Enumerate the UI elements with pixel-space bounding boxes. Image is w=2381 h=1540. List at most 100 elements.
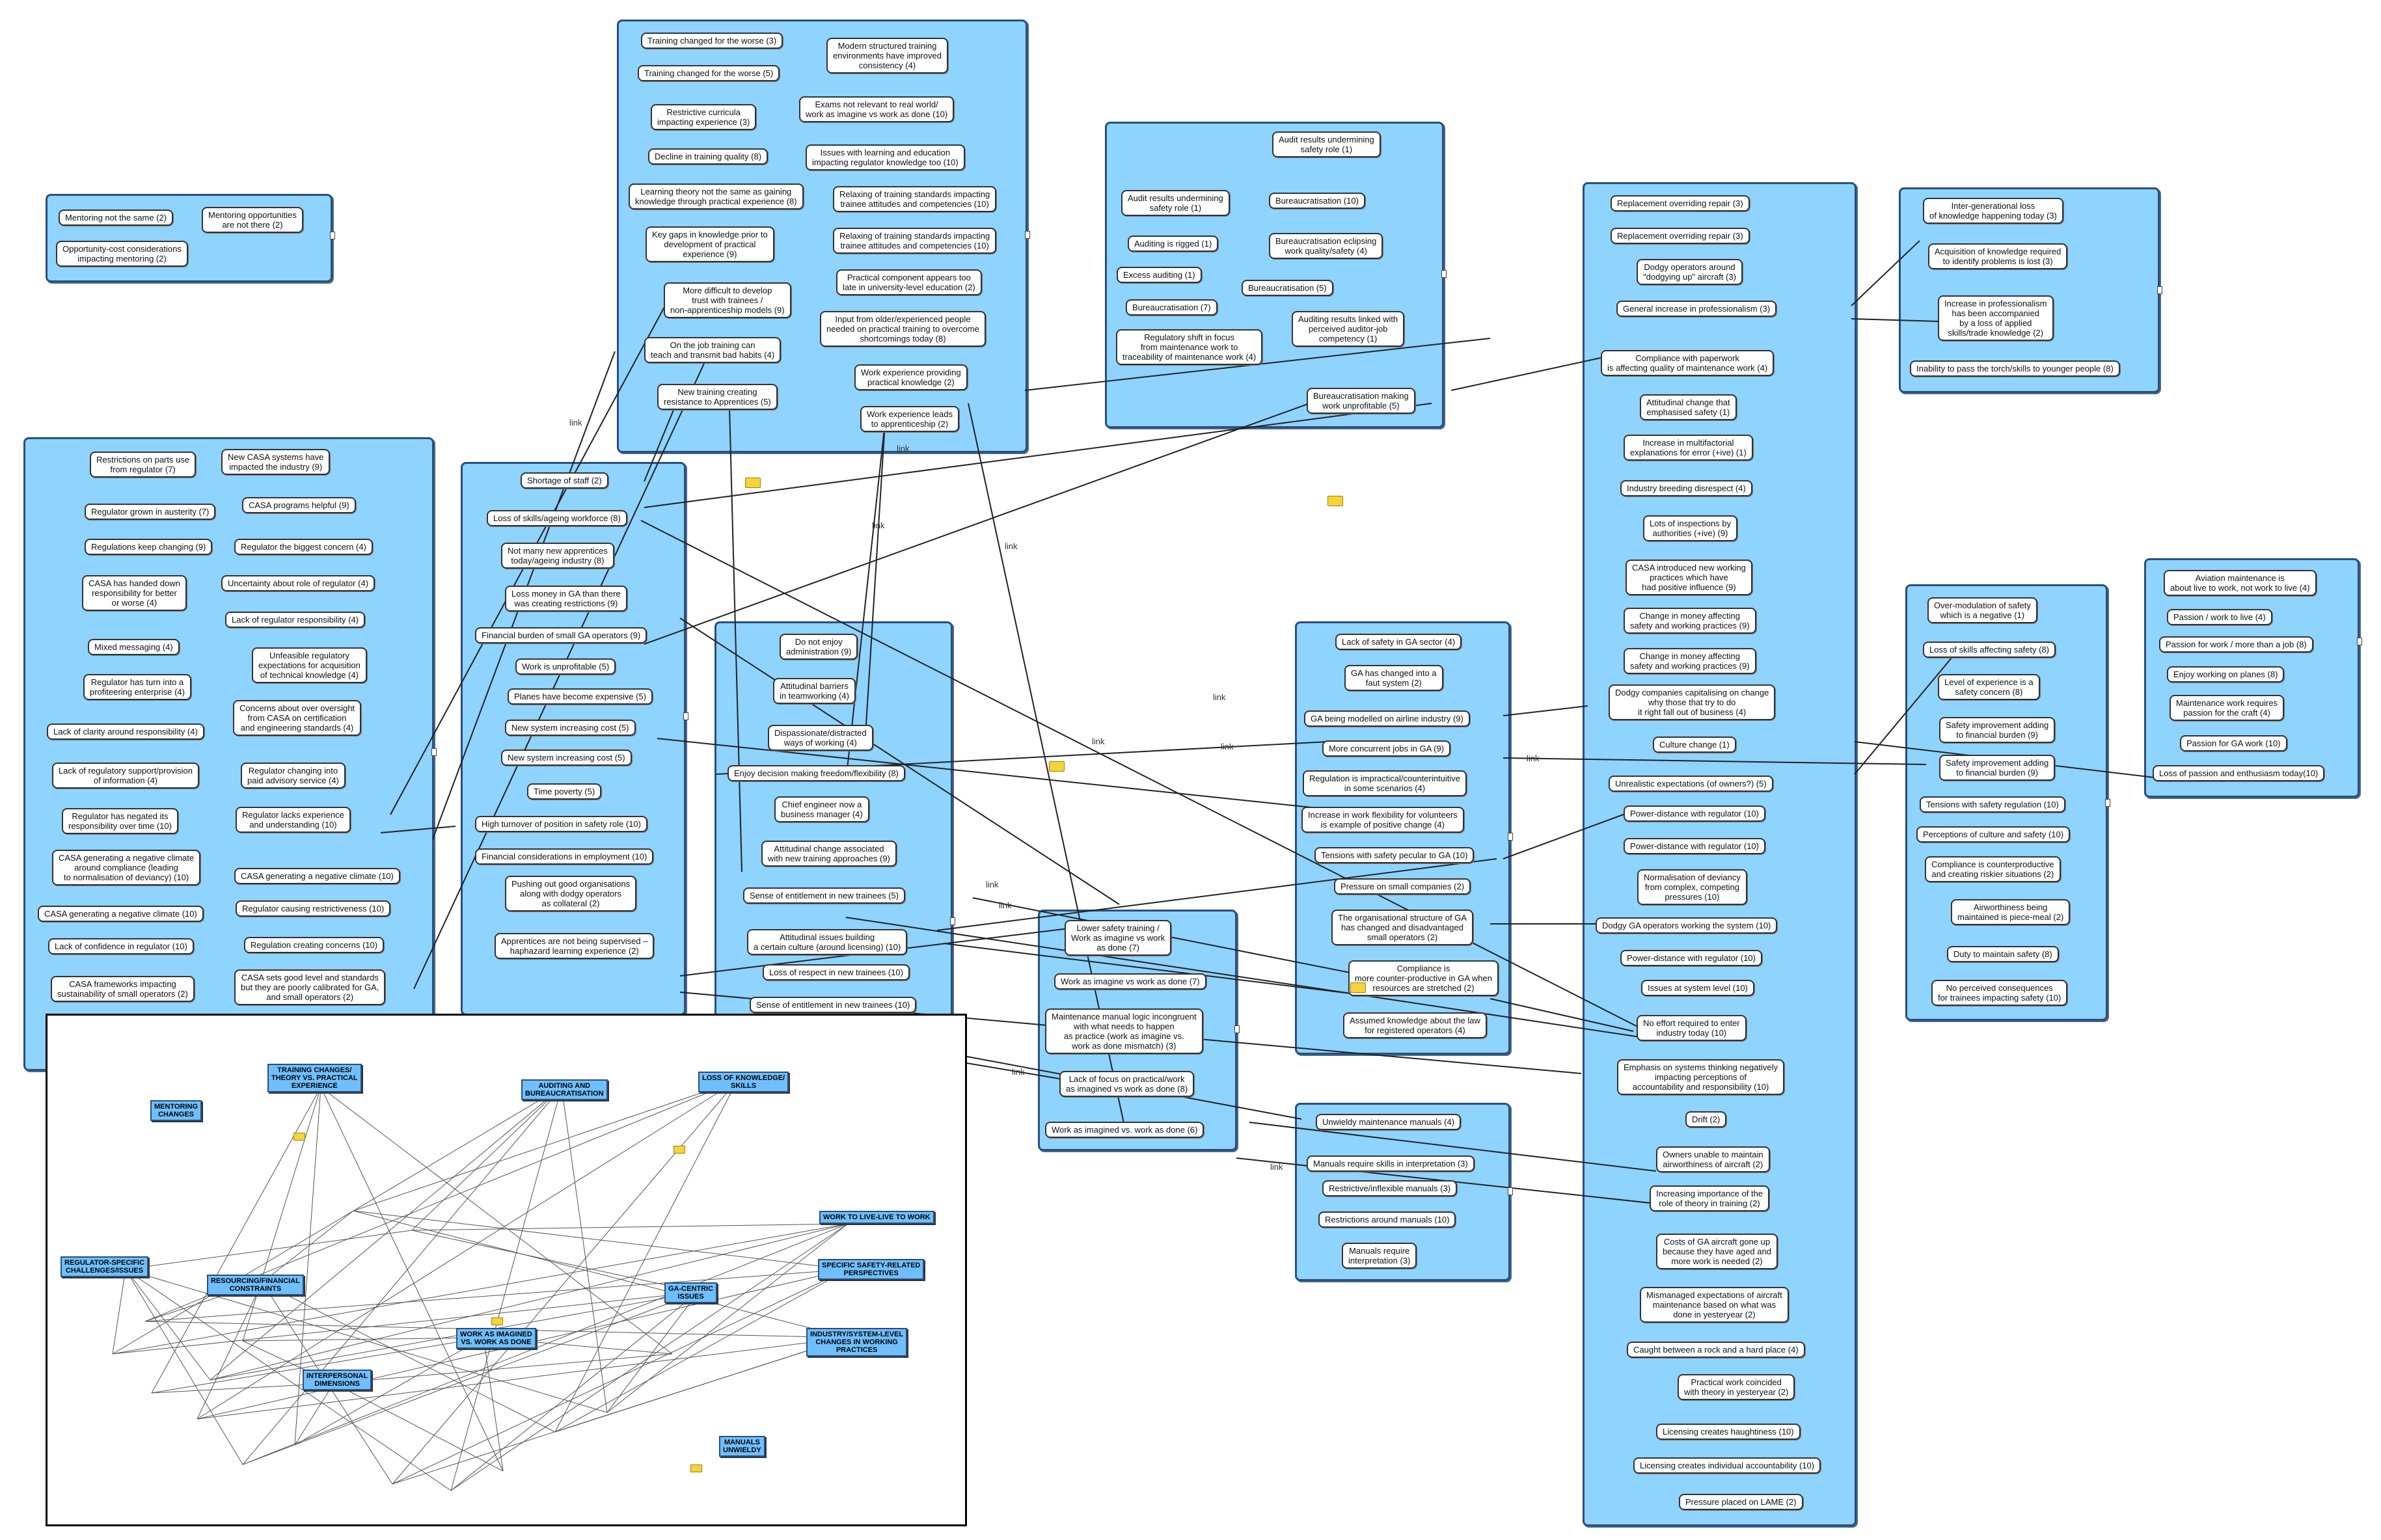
code-node[interactable]: No effort required to enter industry tod…: [1637, 1015, 1747, 1041]
code-node[interactable]: Loss of respect in new trainees (10): [763, 964, 910, 980]
memo-icon[interactable]: [491, 1317, 503, 1325]
code-node[interactable]: CASA introduced new working practices wh…: [1626, 560, 1752, 595]
code-node[interactable]: Loss money in GA than there was creating…: [505, 586, 627, 612]
code-node[interactable]: Work experience providing practical know…: [854, 364, 968, 390]
code-node[interactable]: Attitudinal barriers in teamworking (4): [773, 678, 856, 704]
code-node[interactable]: Mentoring not the same (2): [59, 209, 174, 226]
code-node[interactable]: Enjoy decision making freedom/flexibilit…: [728, 765, 905, 781]
code-node[interactable]: Work as imagined vs. work as done (6): [1045, 1122, 1204, 1138]
code-node[interactable]: Owners unable to maintain airworthiness …: [1656, 1146, 1770, 1172]
code-node[interactable]: CASA generating a negative climate (10): [38, 906, 204, 922]
code-node[interactable]: Costs of GA aircraft gone up because the…: [1656, 1234, 1778, 1269]
code-node[interactable]: Change in money affecting safety and wor…: [1624, 608, 1756, 634]
code-node[interactable]: Lack of focus on practical/work as imagi…: [1059, 1071, 1195, 1097]
code-node[interactable]: Relaxing of training standards impacting…: [833, 228, 997, 254]
code-node[interactable]: Financial burden of small GA operators (…: [475, 627, 647, 643]
code-node[interactable]: Audit results undermining safety role (1…: [1272, 131, 1381, 157]
code-node[interactable]: Maintenance manual logic incongruent wit…: [1045, 1008, 1203, 1054]
memo-icon[interactable]: [745, 478, 761, 488]
code-node[interactable]: Regulator has turn into a profiteering e…: [83, 674, 191, 700]
code-node[interactable]: Compliance with paperwork is affecting q…: [1601, 350, 1775, 376]
category-safety[interactable]: SPECIFIC SAFETY-RELATED PERSPECTIVES: [818, 1259, 925, 1280]
code-node[interactable]: Regulator lacks experience and understan…: [236, 807, 351, 833]
group-resize-handle[interactable]: [1234, 1025, 1240, 1033]
code-node[interactable]: Increasing importance of the role of the…: [1650, 1185, 1770, 1211]
code-node[interactable]: New training creating resistance to Appr…: [657, 384, 778, 410]
code-node[interactable]: Mixed messaging (4): [88, 639, 180, 655]
code-node[interactable]: Tensions with safety pecular to GA (10): [1314, 847, 1475, 863]
memo-icon[interactable]: [1049, 761, 1065, 772]
code-node[interactable]: Increase in work flexibility for volunte…: [1301, 807, 1464, 833]
code-node[interactable]: CASA has handed down responsibility for …: [82, 575, 187, 611]
code-node[interactable]: Regulator causing restrictiveness (10): [236, 900, 391, 917]
category-regulator[interactable]: REGULATOR-SPECIFIC CHALLENGES/ISSUES: [61, 1256, 149, 1277]
code-node[interactable]: On the job training can teach and transm…: [644, 337, 782, 363]
code-node[interactable]: Licensing creates individual accountabil…: [1633, 1457, 1821, 1474]
code-node[interactable]: General increase in professionalism (3): [1616, 301, 1777, 317]
code-node[interactable]: CASA sets good level and standards but t…: [234, 969, 386, 1005]
memo-icon[interactable]: [1327, 496, 1343, 506]
code-node[interactable]: Not many new apprentices today/ageing in…: [501, 543, 614, 569]
group-resize-handle[interactable]: [431, 748, 437, 756]
code-node[interactable]: Safety improvement adding to financial b…: [1939, 755, 2056, 781]
code-node[interactable]: Regulatory shift in focus from maintenan…: [1116, 329, 1263, 365]
code-node[interactable]: Relaxing of training standards impacting…: [833, 186, 997, 212]
code-node[interactable]: Replacement overriding repair (3): [1611, 195, 1750, 211]
group-resize-handle[interactable]: [1508, 833, 1513, 841]
code-node[interactable]: Work as imagine vs work as done (7): [1054, 973, 1206, 990]
code-node[interactable]: High turnover of position in safety role…: [475, 816, 647, 832]
code-node[interactable]: Dodgy GA operators working the system (1…: [1596, 917, 1778, 934]
code-node[interactable]: New CASA systems have impacted the indus…: [221, 449, 331, 475]
code-node[interactable]: Time poverty (5): [527, 783, 602, 800]
code-node[interactable]: Do not enjoy administration (9): [780, 634, 858, 660]
category-training[interactable]: TRAINING CHANGES/ THEORY VS. PRACTICAL E…: [267, 1064, 362, 1092]
code-node[interactable]: Loss of skills/ageing workforce (8): [487, 510, 627, 526]
code-node[interactable]: Duty to maintain safety (8): [1947, 946, 2059, 962]
code-node[interactable]: Normalisation of deviancy from complex, …: [1637, 869, 1747, 905]
code-node[interactable]: Opportunity-cost considerations impactin…: [56, 241, 188, 267]
code-node[interactable]: Aviation maintenance is about live to wo…: [2164, 570, 2317, 596]
code-node[interactable]: Perceptions of culture and safety (10): [1916, 826, 2071, 843]
category-ga-centric[interactable]: GA-CENTRIC ISSUES: [664, 1282, 718, 1303]
code-node[interactable]: Bureaucratisation (5): [1242, 280, 1333, 296]
code-node[interactable]: New system increasing cost (5): [505, 720, 636, 736]
code-node[interactable]: Exams not relevant to real world/ work a…: [799, 96, 955, 122]
code-node[interactable]: Safety improvement adding to financial b…: [1939, 717, 2056, 743]
category-work-to-live[interactable]: WORK TO LIVE-LIVE TO WORK: [819, 1211, 934, 1224]
code-node[interactable]: Loss of skills affecting safety (8): [1923, 642, 2056, 658]
code-node[interactable]: Airworthiness being maintained is piece-…: [1951, 899, 2071, 925]
code-node[interactable]: Shortage of staff (2): [521, 472, 608, 489]
category-resourcing[interactable]: RESOURCING/FINANCIAL CONSTRAINTS: [207, 1275, 304, 1295]
code-node[interactable]: Planes have become expensive (5): [508, 688, 653, 705]
code-node[interactable]: Maintenance work requires passion for th…: [2170, 695, 2285, 721]
code-node[interactable]: Bureaucratisation making work unprofitab…: [1307, 388, 1415, 414]
code-node[interactable]: Mentoring opportunities are not there (2…: [202, 207, 303, 233]
code-node[interactable]: Dodgy operators around "dodgying up" air…: [1637, 259, 1743, 285]
code-node[interactable]: Passion for work / more than a job (8): [2159, 636, 2313, 653]
category-loss-of-knowledge[interactable]: LOSS OF KNOWLEDGE/ SKILLS: [698, 1072, 789, 1092]
code-node[interactable]: Restrictive/inflexible manuals (3): [1322, 1180, 1458, 1196]
code-node[interactable]: Regulations keep changing (9): [85, 539, 213, 555]
code-node[interactable]: Lack of regulatory support/provision of …: [52, 763, 199, 789]
code-node[interactable]: Issues with learning and education impac…: [806, 144, 965, 170]
category-manuals[interactable]: MANUALS UNWIELDY: [719, 1436, 765, 1457]
code-node[interactable]: Manuals require interpretation (3): [1342, 1243, 1417, 1269]
group-industry[interactable]: [1583, 182, 1857, 1526]
group-resize-handle[interactable]: [2357, 638, 2362, 645]
code-node[interactable]: Sense of entitlement in new trainees (5): [743, 887, 906, 904]
code-node[interactable]: Lower safety training / Work as imagine …: [1065, 920, 1172, 956]
memo-icon[interactable]: [293, 1133, 305, 1141]
code-node[interactable]: Work experience leads to apprenticeship …: [860, 406, 959, 432]
code-node[interactable]: CASA programs helpful (9): [242, 497, 356, 513]
code-node[interactable]: New system increasing cost (5): [501, 750, 632, 766]
code-node[interactable]: Excess auditing (1): [1117, 267, 1202, 283]
code-node[interactable]: Acquisition of knowledge required to ide…: [1928, 243, 2068, 269]
code-node[interactable]: Power-distance with regulator (10): [1624, 805, 1765, 822]
code-node[interactable]: Regulator has negated its responsibility…: [62, 808, 178, 834]
code-node[interactable]: Pressure placed on LAME (2): [1679, 1494, 1803, 1510]
code-node[interactable]: Lack of regulator responsibility (4): [225, 612, 366, 628]
code-node[interactable]: GA being modelled on airline industry (9…: [1304, 710, 1470, 727]
code-node[interactable]: Inter-generational loss of knowledge hap…: [1923, 198, 2063, 224]
code-node[interactable]: Work is unprofitable (5): [515, 658, 616, 675]
group-resize-handle[interactable]: [330, 232, 335, 239]
